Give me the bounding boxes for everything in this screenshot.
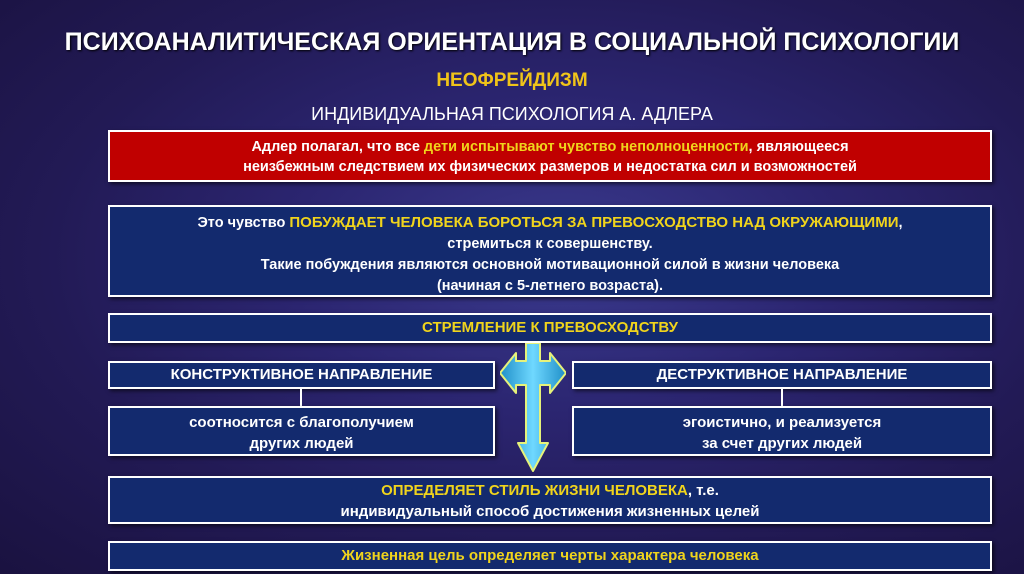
feeling-line-1: Это чувство ПОБУЖДАЕТ ЧЕЛОВЕКА БОРОТЬСЯ … (110, 212, 990, 234)
page-title: ПСИХОАНАЛИТИЧЕСКАЯ ОРИЕНТАЦИЯ В СОЦИАЛЬН… (64, 28, 960, 56)
destructive-line-2: за счет других людей (701, 435, 863, 452)
double-arrow-icon (500, 343, 566, 472)
constructive-direction-box: КОНСТРУКТИВНОЕ НАПРАВЛЕНИЕ (108, 361, 495, 389)
lifestyle-box: ОПРЕДЕЛЯЕТ СТИЛЬ ЖИЗНИ ЧЕЛОВЕКА, т.е. ин… (108, 476, 992, 524)
adler-statement-box: Адлер полагал, что все дети испытывают ч… (108, 130, 992, 182)
lifestyle-highlight: ОПРЕДЕЛЯЕТ СТИЛЬ ЖИЗНИ ЧЕЛОВЕКА (381, 482, 688, 499)
adler-text-start: Адлер полагал, что все (251, 139, 424, 155)
constructive-result-box: соотносится с благополучием других людей (108, 406, 495, 456)
adler-highlight: дети испытывают чувство неполноценности (423, 139, 749, 155)
feeling-box: Это чувство ПОБУЖДАЕТ ЧЕЛОВЕКА БОРОТЬСЯ … (108, 205, 992, 297)
feeling-line-2: стремиться к совершенству. (447, 236, 653, 252)
lifestyle-line-2: индивидуальный способ достижения жизненн… (340, 503, 760, 520)
destructive-direction-box: ДЕСТРУКТИВНОЕ НАПРАВЛЕНИЕ (572, 361, 992, 389)
lifestyle-line-1: ОПРЕДЕЛЯЕТ СТИЛЬ ЖИЗНИ ЧЕЛОВЕКА, т.е. (110, 480, 990, 501)
topic-heading: ИНДИВИДУАЛЬНАЯ ПСИХОЛОГИЯ А. АДЛЕРА (311, 104, 713, 124)
feeling-text-start: Это чувство (197, 215, 290, 231)
feeling-line-3: Такие побуждения являются основной мотив… (260, 257, 840, 273)
feeling-text-end: , (898, 215, 903, 231)
section-subtitle: НЕОФРЕЙДИЗМ (436, 70, 588, 91)
adler-line-1: Адлер полагал, что все дети испытывают ч… (110, 137, 990, 157)
feeling-highlight: ПОБУЖДАЕТ ЧЕЛОВЕКА БОРОТЬСЯ ЗА ПРЕВОСХОД… (289, 214, 899, 231)
adler-text-end: , являющееся (748, 139, 849, 155)
feeling-line-4: (начиная с 5-летнего возраста). (436, 278, 664, 294)
destructive-line-1: эгоистично, и реализуется (682, 414, 882, 431)
constructive-line-2: других людей (249, 435, 354, 452)
adler-line-2: неизбежным следствием их физических разм… (243, 159, 857, 175)
destructive-result-box: эгоистично, и реализуется за счет других… (572, 406, 992, 456)
connector-right (781, 389, 783, 406)
striving-box: СТРЕМЛЕНИЕ К ПРЕВОСХОДСТВУ (108, 313, 992, 343)
constructive-line-1: соотносится с благополучием (189, 414, 414, 431)
lifestyle-text-end: , т.е. (687, 482, 719, 499)
connector-left (300, 389, 302, 406)
life-goal-box: Жизненная цель определяет черты характер… (108, 541, 992, 571)
